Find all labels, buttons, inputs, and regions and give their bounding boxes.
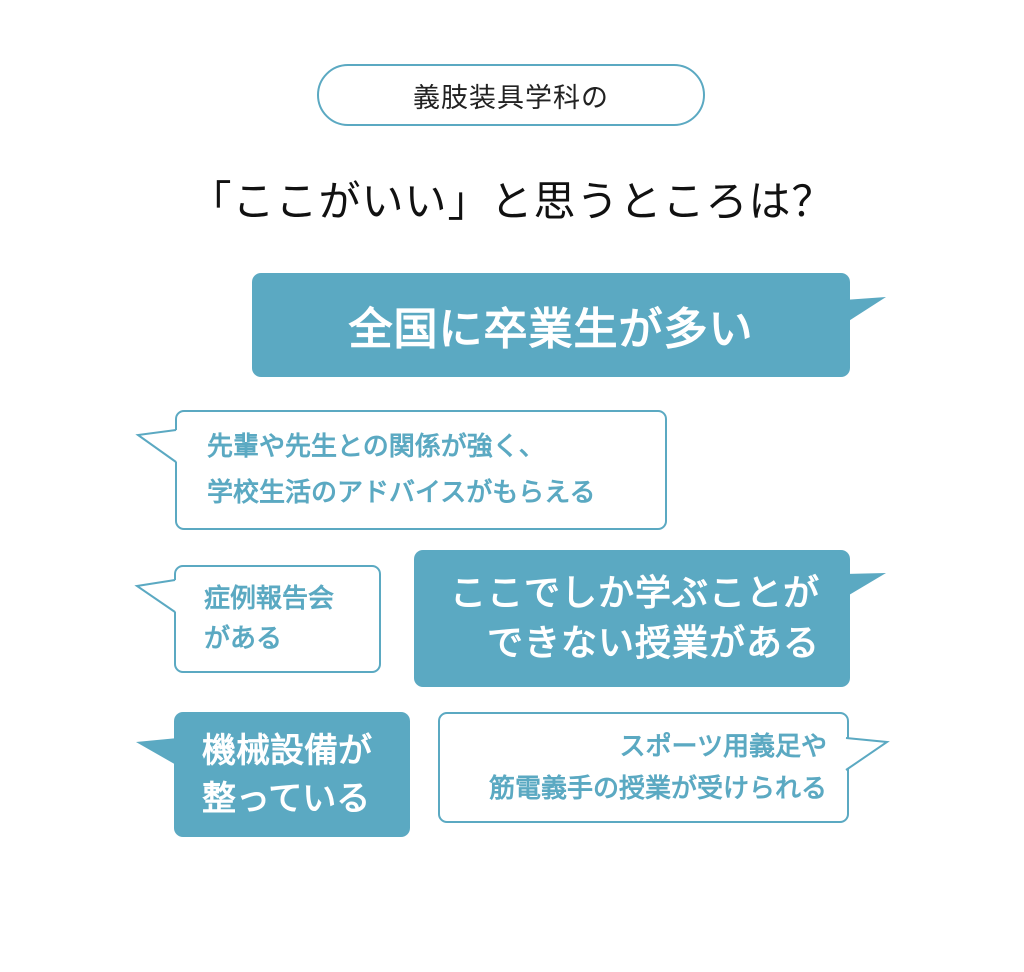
speech-bubble-tail xyxy=(136,738,178,766)
bubble-text-line: 機械設備が xyxy=(202,730,372,771)
bubble-text-line: 症例報告会 xyxy=(204,584,335,614)
speech-bubble-tail xyxy=(844,573,886,598)
bubble-text-line: ここでしか学ぶことが xyxy=(449,572,820,614)
department-label: 義肢装具学科の xyxy=(413,82,609,114)
speech-bubble-tail xyxy=(845,737,890,771)
speech-bubble-tail xyxy=(844,297,886,324)
bubble-text-line: 整っている xyxy=(202,778,371,819)
speech-bubble-unique-classes: ここでしか学ぶことが できない授業がある xyxy=(414,550,850,687)
speech-bubble-tail xyxy=(135,429,177,463)
speech-bubble-advice: 先輩や先生との関係が強く、 学校生活のアドバイスがもらえる xyxy=(175,410,667,530)
speech-bubble-case-reports: 症例報告会 がある xyxy=(174,565,381,673)
department-label-pill: 義肢装具学科の xyxy=(317,64,705,126)
speech-bubble-graduates: 全国に卒業生が多い xyxy=(252,273,850,377)
bubble-text-line: できない授業がある xyxy=(486,622,820,664)
bubble-text-line: 全国に卒業生が多い xyxy=(348,304,754,355)
bubble-text-line: がある xyxy=(204,624,283,654)
bubble-text-line: スポーツ用義足や xyxy=(619,731,827,762)
bubble-text-line: 先輩や先生との関係が強く、 xyxy=(207,432,545,462)
speech-bubble-equipment: 機械設備が 整っている xyxy=(174,712,410,837)
speech-bubble-tail xyxy=(134,579,176,613)
speech-bubble-sports: スポーツ用義足や 筋電義手の授業が受けられる xyxy=(438,712,849,823)
bubble-text-line: 学校生活のアドバイスがもらえる xyxy=(207,478,596,508)
page-title: 「ここがいい」と思うところは？ xyxy=(189,177,835,226)
bubble-text-line: 筋電義手の授業が受けられる xyxy=(488,773,827,804)
